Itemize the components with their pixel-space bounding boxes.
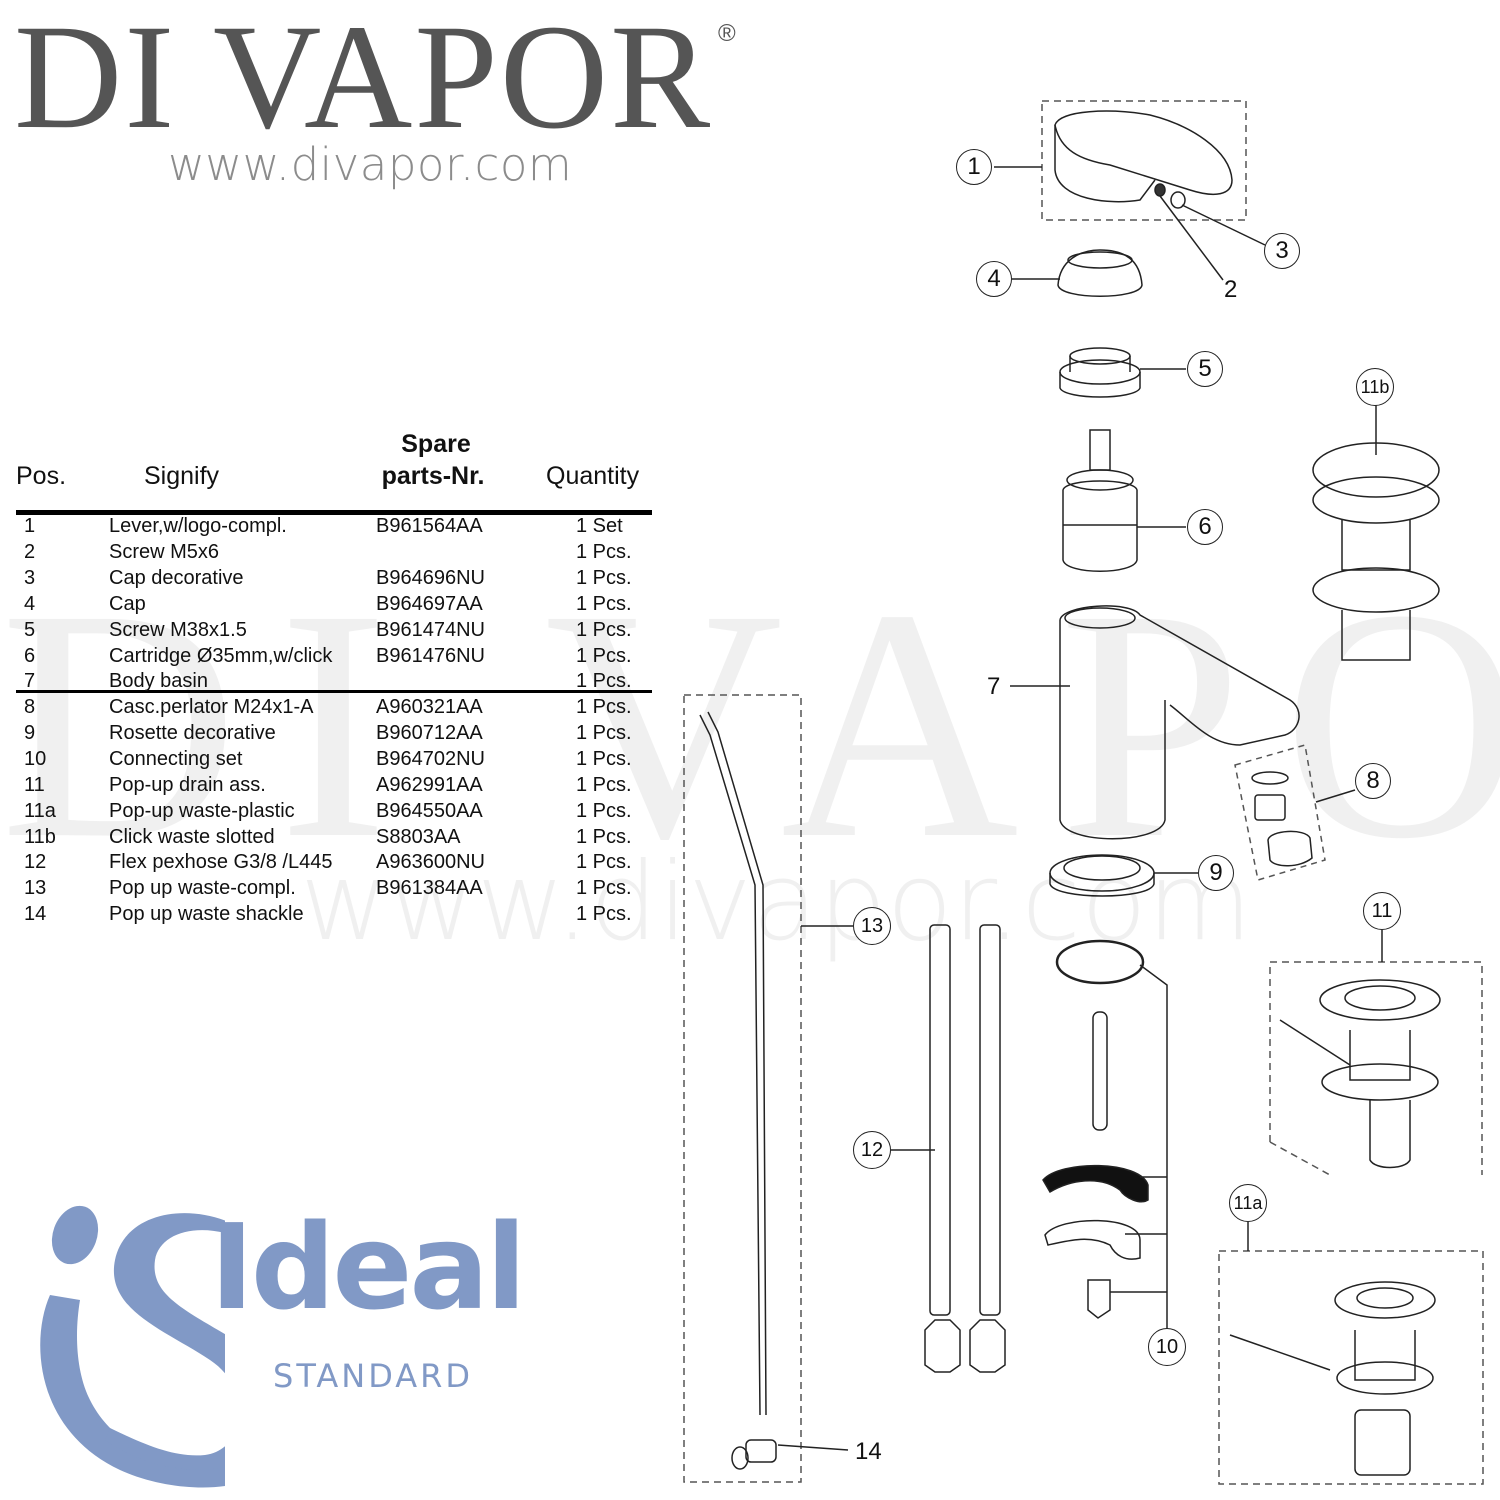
header-quantity: Quantity — [546, 462, 640, 490]
callout-7: 7 — [987, 673, 1001, 700]
brand-title: DI VAPOR — [14, 0, 713, 160]
callout-4: 4 — [976, 261, 1012, 297]
callout-10: 10 — [1148, 1328, 1186, 1366]
callout-1: 1 — [956, 149, 992, 185]
brand-url: www.divapor.com — [168, 138, 573, 191]
callout-11b: 11b — [1356, 368, 1394, 406]
header-signify: Signify — [144, 462, 220, 490]
header-rule — [16, 510, 652, 515]
header-spare-line2: parts-Nr. — [381, 462, 485, 490]
callout-3: 3 — [1264, 233, 1300, 269]
logo-word-standard: STANDARD — [273, 1357, 474, 1395]
header-spare-line1: Spare — [401, 430, 471, 458]
header-pos: Pos. — [16, 462, 67, 490]
callout-11a: 11a — [1229, 1184, 1267, 1222]
callout-9: 9 — [1198, 855, 1234, 891]
registered-mark: ® — [718, 20, 736, 47]
callout-14: 14 — [855, 1438, 882, 1465]
callout-6: 6 — [1187, 509, 1223, 545]
callout-12: 12 — [853, 1131, 891, 1169]
logo-word-ideal: Ideal — [210, 1198, 526, 1336]
watermark-url: www.divapor.com — [300, 840, 1253, 965]
ideal-standard-logo: Ideal STANDARD — [25, 1200, 526, 1500]
callout-2: 2 — [1224, 276, 1238, 303]
callout-11: 11 — [1363, 892, 1401, 930]
logo-swoosh-icon — [40, 1205, 225, 1488]
callout-13: 13 — [853, 907, 891, 945]
callout-8: 8 — [1355, 763, 1391, 799]
section-rule — [16, 690, 652, 693]
callout-5: 5 — [1187, 351, 1223, 387]
watermark-brand: DI VAPOR® — [0, 542, 1500, 907]
